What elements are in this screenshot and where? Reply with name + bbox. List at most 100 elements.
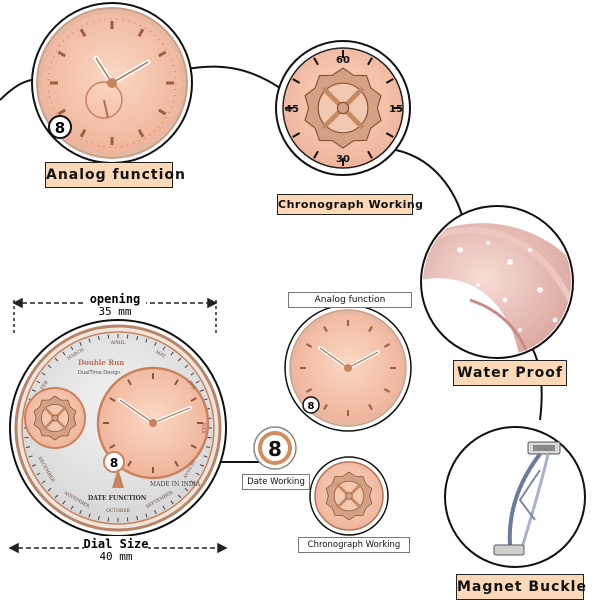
dial-tick <box>323 325 328 333</box>
dial-tick <box>190 444 197 449</box>
dial-tick <box>323 403 328 411</box>
dial-tick <box>367 57 373 66</box>
dial-tick <box>137 28 145 37</box>
dial-tick <box>57 108 66 116</box>
dial-tick <box>367 150 373 159</box>
magnet-buckle-image <box>444 426 586 568</box>
dial-tick <box>136 515 139 521</box>
dial-tick <box>70 505 74 510</box>
month-label: MAY <box>154 349 167 360</box>
dial-tick <box>385 78 394 84</box>
dial-tick <box>200 464 205 467</box>
dial-tick <box>368 403 373 411</box>
made-in-label: MADE IN INDIA <box>150 481 201 488</box>
dial-tick <box>203 455 208 458</box>
dial-tick <box>383 343 391 348</box>
date-working-icon: 8 <box>253 426 297 470</box>
dial-tick <box>54 494 59 499</box>
chronograph-working-label: Chronograph Working <box>277 194 423 215</box>
date-window-small: 8 <box>308 401 315 412</box>
water-proof-label: Water Proof <box>453 360 567 386</box>
dial-tick <box>184 364 189 369</box>
dial-tick <box>154 341 157 346</box>
month-label: APRIL <box>110 340 125 346</box>
dial-tick <box>158 108 167 116</box>
dial-tick <box>184 487 189 492</box>
dial-tick <box>170 351 174 356</box>
date-window-main: 8 <box>110 456 118 470</box>
date-function-label: DATE FUNCTION <box>88 495 147 502</box>
dial-tick <box>127 460 132 467</box>
dial-tick <box>47 364 52 369</box>
dial-tick <box>62 500 66 505</box>
dial-tick <box>70 346 74 351</box>
dial-tick <box>158 50 167 58</box>
dial-tick <box>109 397 116 402</box>
gear-hub <box>336 101 350 115</box>
month-label: FEB <box>39 379 49 391</box>
dial-tick <box>177 494 182 499</box>
dial-tick <box>190 480 195 484</box>
dial-tick <box>292 78 301 84</box>
dial-tick <box>174 460 179 467</box>
gear-hub <box>51 414 59 422</box>
chronograph-watch-small <box>309 456 389 536</box>
dial-size-label: Dial Size <box>83 537 148 551</box>
dial-tick <box>154 510 157 515</box>
analog-function-label: Analog function <box>45 162 185 188</box>
dial-tick <box>292 132 301 138</box>
dial-tick <box>195 472 200 476</box>
dial-tick <box>137 129 145 138</box>
dial-tick <box>145 513 148 518</box>
dial-tick <box>97 515 100 521</box>
dial-tick <box>41 480 46 484</box>
chrono-mark-45: 45 <box>285 104 299 115</box>
brand-name: Double Run <box>78 358 124 367</box>
dial-tick <box>79 129 87 138</box>
dial-tick <box>109 444 116 449</box>
dial-tick <box>54 357 59 362</box>
dial-tick <box>31 464 36 467</box>
chrono-mark-60: 60 <box>336 55 350 66</box>
dial-tick <box>313 150 319 159</box>
dial-tick <box>28 455 33 458</box>
dial-tick <box>383 388 391 393</box>
chronograph-watch-top: 60 15 30 45 <box>275 40 411 176</box>
dial-tick <box>195 380 200 384</box>
dial-tick <box>97 335 100 341</box>
dial-tick <box>79 28 87 37</box>
dial-tick <box>170 500 174 505</box>
dial-tick <box>36 472 41 476</box>
dial-tick <box>190 397 197 402</box>
chrono-mark-15: 15 <box>389 104 403 115</box>
analog-function-small-label: Analog function <box>288 292 412 308</box>
gear-hub <box>345 492 353 500</box>
opening-label: opening <box>90 292 141 306</box>
month-label: OCTOBER <box>106 508 130 514</box>
dial-tick <box>174 379 179 386</box>
dial-tick <box>162 505 166 510</box>
magnet-buckle-label: Magnet Buckle <box>456 574 586 600</box>
dial-tick <box>79 341 82 346</box>
dial-tick <box>62 351 66 356</box>
main-watch: 8 Double Run DualTime Design MADE IN IND… <box>9 319 227 537</box>
dial-tick <box>177 357 182 362</box>
dial-tick <box>57 50 66 58</box>
dial-tick <box>79 510 82 515</box>
date-working-number: 8 <box>268 437 282 461</box>
date-window-top: 8 <box>55 119 65 137</box>
chrono-mark-30: 30 <box>336 154 350 165</box>
water-proof-image <box>420 205 574 359</box>
dial-tick <box>368 325 373 333</box>
analog-watch-top: 8 <box>31 2 193 164</box>
dial-tick <box>313 57 319 66</box>
dial-tick <box>127 379 132 386</box>
brand-subtitle: DualTime Design <box>78 370 121 376</box>
dial-tick <box>305 388 313 393</box>
dial-tick <box>41 372 46 376</box>
dial-tick <box>47 487 52 492</box>
dial-tick <box>36 380 41 384</box>
dial-tick <box>145 338 148 343</box>
month-label: JUN <box>186 379 196 391</box>
